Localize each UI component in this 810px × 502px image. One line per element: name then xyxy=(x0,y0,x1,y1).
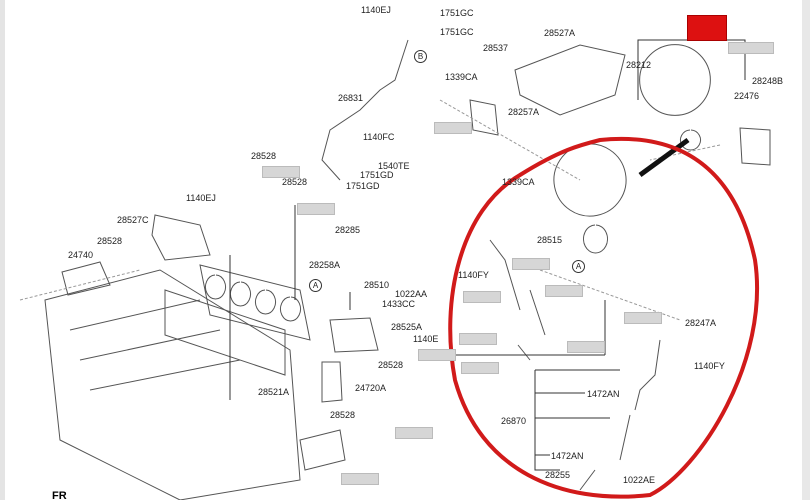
part-label[interactable]: 28528 xyxy=(282,177,308,187)
part-placeholder[interactable] xyxy=(459,333,497,345)
part-label[interactable]: 28528 xyxy=(330,410,356,420)
heat-shield-28527C xyxy=(151,214,211,261)
reference-marker-a: A xyxy=(572,260,585,273)
part-label[interactable]: 1140FC xyxy=(363,132,395,142)
bracket-24720A xyxy=(321,361,343,403)
actuator-28248B xyxy=(739,127,771,166)
turbocharger-top xyxy=(639,44,711,151)
part-label[interactable]: 1140EJ xyxy=(361,5,391,15)
part-label[interactable]: 28257A xyxy=(508,107,540,117)
manifold-gasket xyxy=(164,289,286,376)
part-label[interactable]: 28510 xyxy=(364,280,390,290)
part-label[interactable]: 28527C xyxy=(117,215,149,225)
part-label[interactable]: 28528 xyxy=(251,151,277,161)
part-placeholder[interactable] xyxy=(463,291,501,303)
part-label[interactable]: 28258A xyxy=(309,260,341,270)
part-label[interactable]: 26870 xyxy=(501,416,527,426)
part-label[interactable]: 1140E xyxy=(413,334,439,344)
part-label[interactable]: 28528 xyxy=(97,236,123,246)
part-label[interactable]: 1140FY xyxy=(458,270,489,280)
part-label[interactable]: 1751GC xyxy=(440,8,474,18)
part-placeholder[interactable] xyxy=(395,427,433,439)
part-label[interactable]: 28248B xyxy=(752,76,784,86)
bracket-24740 xyxy=(61,261,111,296)
part-label[interactable]: 1472AN xyxy=(587,389,620,399)
part-label[interactable]: 1433CC xyxy=(382,299,416,309)
part-label[interactable]: 28525A xyxy=(391,322,423,332)
part-label[interactable]: 28537 xyxy=(483,43,509,53)
part-placeholder[interactable] xyxy=(545,285,583,297)
part-label[interactable]: 24720A xyxy=(355,383,387,393)
part-placeholder[interactable] xyxy=(461,362,499,374)
right-scrollbar[interactable] xyxy=(802,0,810,500)
exhaust-manifold xyxy=(199,264,311,341)
part-label[interactable]: 1022AA xyxy=(395,289,428,299)
part-label[interactable]: 1022AE xyxy=(623,475,656,485)
gasket-28257A xyxy=(469,99,499,136)
left-border xyxy=(0,0,5,500)
bracket-lower xyxy=(299,429,346,471)
part-placeholder[interactable] xyxy=(434,122,472,134)
part-label[interactable]: 28247A xyxy=(685,318,717,328)
part-label[interactable]: 28528 xyxy=(378,360,404,370)
part-placeholder[interactable] xyxy=(297,203,335,215)
part-label[interactable]: 28255 xyxy=(545,470,571,480)
part-label[interactable]: 1472AN xyxy=(551,451,584,461)
part-placeholder[interactable] xyxy=(262,166,300,178)
part-placeholder[interactable] xyxy=(512,258,550,270)
heat-shield-28527A xyxy=(514,44,626,116)
part-label[interactable]: 1140EJ xyxy=(186,193,216,203)
part-label[interactable]: 1751GD xyxy=(346,181,380,191)
part-placeholder[interactable] xyxy=(624,312,662,324)
part-label[interactable]: 24740 xyxy=(68,250,94,260)
part-label[interactable]: 28515 xyxy=(537,235,563,245)
part-label[interactable]: 28212 xyxy=(626,60,652,70)
leader-lines xyxy=(229,39,746,471)
part-label[interactable]: 26831 xyxy=(338,93,364,103)
red-highlight-circle xyxy=(448,136,759,499)
part-label[interactable]: 28527A xyxy=(544,28,576,38)
part-label[interactable]: 1751GD xyxy=(360,170,394,180)
coolant-pipe xyxy=(579,339,661,491)
reference-marker-a: A xyxy=(309,279,322,292)
oil-feed-pipe xyxy=(321,39,409,181)
part-placeholder[interactable] xyxy=(567,341,605,353)
turbocharger-main xyxy=(553,143,627,254)
highlighted-part-number-box[interactable] xyxy=(687,15,727,41)
part-label[interactable]: 28521A xyxy=(258,387,290,397)
part-label[interactable]: 1751GC xyxy=(440,27,474,37)
oil-return-pipe xyxy=(489,239,546,361)
part-label[interactable]: 1140FY xyxy=(694,361,725,371)
arrow-to-turbo xyxy=(638,137,690,178)
part-label[interactable]: 1540TE xyxy=(378,161,410,171)
part-label[interactable]: 1339CA xyxy=(502,177,535,187)
part-placeholder[interactable] xyxy=(728,42,774,54)
part-label[interactable]: 1339CA xyxy=(445,72,478,82)
part-placeholder[interactable] xyxy=(418,349,456,361)
engine-block xyxy=(44,269,301,500)
part-placeholder[interactable] xyxy=(341,473,379,485)
heat-shield-28525A xyxy=(329,317,379,353)
reference-marker-b: B xyxy=(414,50,427,63)
part-label[interactable]: 28285 xyxy=(335,225,361,235)
front-direction-indicator: FR xyxy=(52,490,67,502)
part-label[interactable]: 22476 xyxy=(734,91,760,101)
